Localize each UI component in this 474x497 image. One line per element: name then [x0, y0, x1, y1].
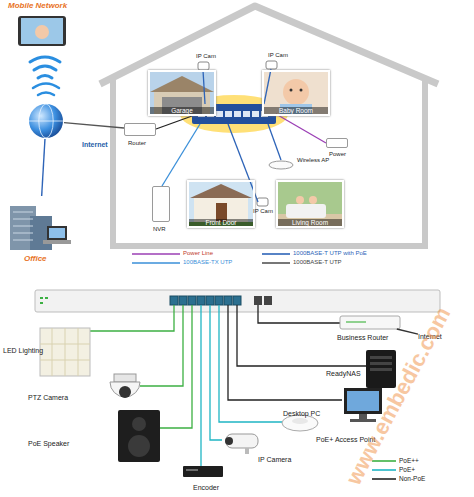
device-node: PTZ Camera [110, 374, 140, 404]
legend-text: 1000BASE-T UTP with PoE [293, 250, 367, 257]
device-label: Mobile Network [8, 2, 67, 11]
tablet [18, 16, 66, 46]
device-label: Office [24, 255, 47, 264]
room-caption: Living Room [278, 219, 342, 226]
callout-label: IP Cam [253, 208, 273, 215]
uplink-ports [254, 296, 272, 305]
garage-photo [148, 70, 216, 116]
legend-line [132, 253, 180, 255]
wifi-waves [30, 57, 60, 95]
laptop-screen [47, 226, 67, 240]
legend-line [372, 478, 396, 480]
legend-line [132, 262, 180, 264]
room-photo: Living Room [276, 180, 344, 228]
network-wire [156, 69, 326, 202]
legend-text: PoE+ [399, 466, 415, 473]
dome-ellipse [269, 161, 293, 169]
device-label: Router [128, 140, 146, 147]
encoder [183, 466, 223, 477]
callout-label: IP Cam [196, 53, 216, 60]
device-node: Office [8, 196, 72, 254]
device-label: LED Lighting [3, 347, 43, 355]
living-room-photo [276, 180, 344, 228]
callout-label: IP Cam [268, 52, 288, 59]
office-windows [13, 212, 33, 240]
ptz-camera [110, 374, 140, 398]
device-node: Business Router [340, 316, 400, 329]
ip-cam [198, 61, 277, 206]
room-photo: Baby Room [262, 70, 330, 116]
legend-text: PoE++ [399, 457, 419, 464]
device-box: Router [124, 123, 156, 136]
business-router [340, 316, 400, 329]
device-label: PoE Speaker [28, 440, 69, 448]
device-label: Internet [82, 141, 108, 149]
device-label: ReadyNAS [326, 370, 361, 378]
legend-text: Power Line [183, 250, 213, 257]
room-caption: Garage [150, 107, 214, 114]
legend-text: 100BASE-TX UTP [183, 259, 232, 266]
globe-shape [28, 103, 64, 139]
led-panel [40, 328, 90, 376]
device-label: Business Router [337, 334, 388, 342]
connector [42, 139, 45, 196]
device-node: IP Camera [222, 430, 262, 452]
dome-shape [268, 160, 294, 170]
legend-text: 1000BASE-T UTP [293, 259, 342, 266]
legend-text: Non-PoE [399, 475, 425, 482]
device-label: Encoder [193, 484, 219, 492]
device-box: Power [326, 138, 348, 148]
device-node: Mobile Network [8, 2, 84, 48]
tablet-face [35, 25, 49, 39]
laptop-display [49, 228, 65, 238]
device-label: IP Camera [258, 456, 291, 464]
baby-photo [262, 70, 330, 116]
switch-ports [170, 296, 241, 305]
tablet-screen [21, 18, 63, 44]
poe-speaker [118, 410, 160, 462]
legend-line [262, 253, 290, 255]
connector [64, 123, 124, 128]
device-label: PTZ Camera [28, 394, 68, 402]
room-caption: Front Door [189, 219, 253, 226]
device-node: PoE Speaker [118, 410, 160, 462]
device-label: Desktop PC [283, 410, 320, 418]
globe-node: Internet [28, 103, 64, 139]
legend-line [372, 469, 396, 471]
device-box: NVR [152, 186, 170, 222]
front-door-photo [187, 180, 255, 228]
status-led [40, 297, 48, 304]
legend-line [262, 262, 290, 264]
access-point [282, 415, 318, 431]
bullet-camera [225, 434, 258, 454]
globe-circle [29, 104, 63, 138]
room-photo: Front Door [187, 180, 255, 228]
device-label: NVR [153, 226, 166, 233]
device-node: Encoder [183, 466, 223, 477]
device-node: LED Lighting [40, 328, 90, 376]
globe-equator [29, 121, 63, 122]
ap-node: Wireless AP [268, 160, 294, 170]
laptop-base [43, 240, 71, 244]
room-caption: Baby Room [264, 107, 328, 114]
device-label: Power [329, 151, 346, 158]
connector [397, 329, 418, 334]
device-label: Wireless AP [297, 157, 329, 164]
room-photo: Garage [148, 70, 216, 116]
